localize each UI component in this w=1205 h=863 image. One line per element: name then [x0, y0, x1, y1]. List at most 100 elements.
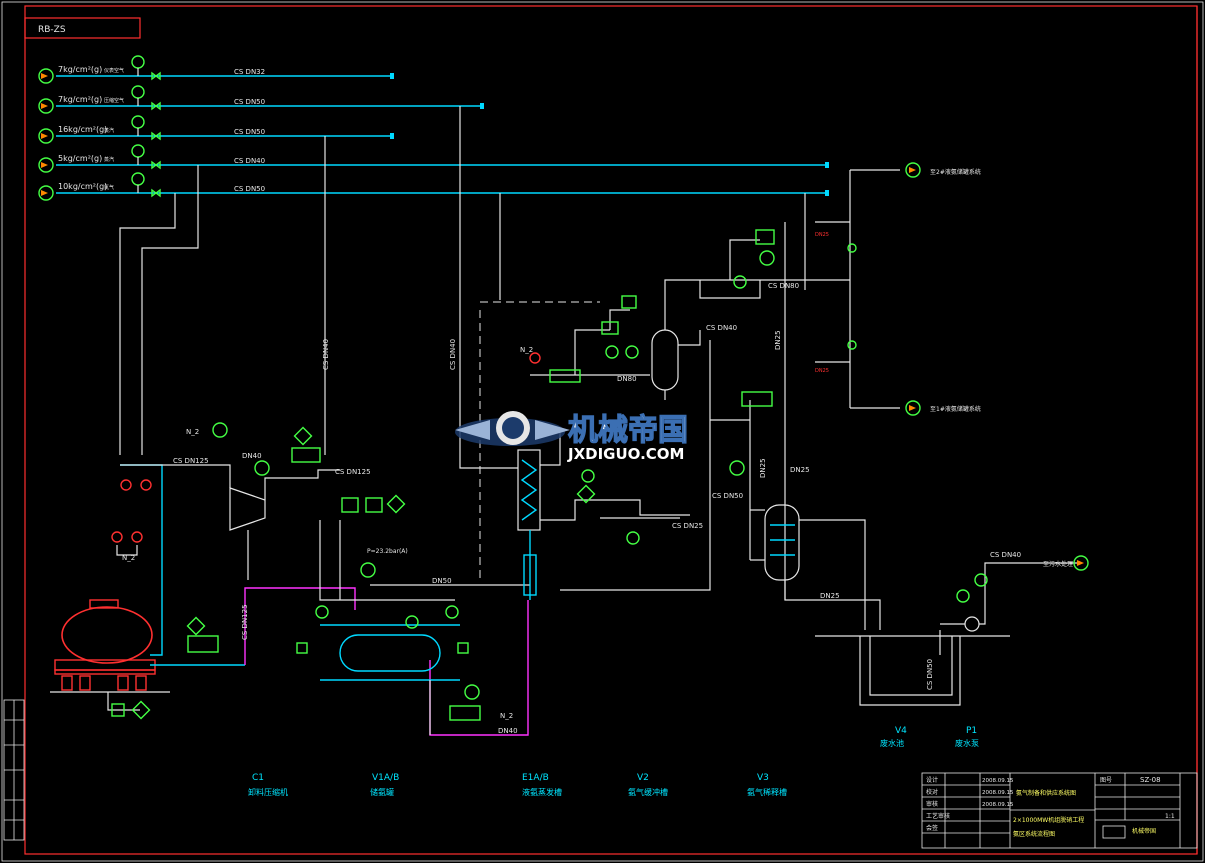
tb-project: 氨气制备和供应系统图 — [1016, 789, 1076, 797]
tb-role: 审核 — [926, 800, 938, 808]
corner-tag: RB-ZS — [38, 25, 66, 35]
utility-pressure: 7kg/cm²(g) — [58, 65, 102, 74]
tb-company: 机械帝国 — [1132, 827, 1156, 835]
label-cs-dn50-v: CS DN50 — [926, 659, 934, 690]
tb-drawing-title: 2×1000MW机组脱硝工程 — [1013, 816, 1084, 824]
inlet-arrow-icon — [38, 157, 54, 173]
equipment-tag: E1A/B — [522, 773, 549, 783]
inlet-arrow-icon — [38, 68, 54, 84]
nitrogen-line-2 — [429, 600, 529, 736]
label-cs-dn125-a: CS DN125 — [173, 457, 209, 465]
tb-date: 2008.09.15 — [982, 778, 1014, 784]
utility-medium: 蒸汽 — [104, 127, 114, 134]
tb-scale: 1:1 — [1165, 813, 1175, 820]
utility-pipe-spec: CS DN50 — [234, 128, 265, 136]
tb-role: 工艺审核 — [926, 812, 950, 820]
label-dn80: DN80 — [617, 375, 637, 383]
waste-pit-v4 — [815, 630, 1010, 706]
label-dn50-a: DN50 — [432, 577, 452, 585]
equipment-tag: V2 — [637, 773, 649, 783]
pressure-gauge-icon — [131, 172, 145, 186]
equipment-tag: C1 — [252, 773, 264, 783]
equipment-name: 废水泵 — [955, 738, 979, 748]
bottom-instrument — [464, 684, 480, 700]
flow-arrow-icon — [41, 103, 48, 109]
label-cs-dn40-c: CS DN40 — [706, 324, 737, 332]
utility-pressure: 16kg/cm²(g) — [58, 125, 107, 134]
pressure-gauge-icon — [131, 85, 145, 99]
evaporator-e1 — [490, 340, 711, 600]
outlet-arrow-icon — [905, 162, 921, 178]
flow-arrow-icon — [909, 405, 916, 411]
bottom-control-station — [449, 705, 481, 721]
utility-pipe-spec: CS DN32 — [234, 68, 265, 76]
title-block — [921, 772, 1198, 849]
utility-pipe-spec: CS DN50 — [234, 98, 265, 106]
label-cs-dn80: CS DN80 — [768, 282, 799, 290]
tb-date: 2008.09.15 — [982, 790, 1014, 796]
label-n2-c: N_2 — [500, 712, 513, 720]
utility-line-3: 16kg/cm²(g)蒸汽 CS DN50 — [38, 115, 394, 144]
flow-arrow-icon — [41, 190, 48, 196]
outlet-top-right: 至2#液氨储罐系统 — [930, 168, 981, 176]
equipment-tag: V1A/B — [372, 773, 399, 783]
tb-drawing-title-2: 氨区系统流程图 — [1013, 830, 1055, 838]
right-manifold — [784, 169, 900, 600]
label-dn40-b: DN40 — [498, 727, 518, 735]
valve-icon — [151, 160, 161, 170]
flow-arrow-icon — [909, 167, 916, 173]
utility-line-1: 7kg/cm²(g)仪表空气 CS DN32 — [38, 55, 394, 84]
label-dn25-e: DN25 — [820, 592, 840, 600]
inlet-arrow-icon — [38, 98, 54, 114]
equipment-name: 氨气稀释槽 — [747, 787, 787, 797]
utility-medium: 压缩空气 — [104, 97, 124, 104]
flow-arrow-icon — [41, 162, 48, 168]
label-n2-a: N_2 — [186, 428, 199, 436]
tb-drawing-no-label: 图号 — [1100, 777, 1112, 784]
label-cs-dn125-v: CS DN125 — [241, 604, 249, 640]
buffer-tank-v2 — [651, 279, 701, 400]
label-pressure-note: P=23.2bar(A) — [367, 548, 408, 555]
label-cs-dn40-v2: CS DN40 — [449, 339, 457, 370]
pressure-control-top — [699, 229, 850, 299]
storage-tank-v1 — [296, 494, 469, 681]
compressor-c1 — [120, 422, 340, 580]
tb-role: 设计 — [926, 776, 938, 784]
pressure-gauge-icon — [131, 144, 145, 158]
label-cs-dn40-v1: CS DN40 — [322, 339, 330, 370]
utility-pipe-spec: CS DN40 — [234, 157, 265, 165]
pipe-end-cap — [390, 133, 394, 139]
label-dn40-a: DN40 — [242, 452, 262, 460]
flow-arrow-icon — [1077, 560, 1084, 566]
pipe-end-cap — [825, 162, 829, 168]
utility-drops — [119, 106, 806, 469]
equipment-labels: C1卸料压缩机V1A/B储氨罐E1A/B液氨蒸发槽V2氨气缓冲槽V3氨气稀释槽V… — [248, 726, 979, 797]
outlet-mid-right: 至1#液氨储罐系统 — [930, 405, 981, 413]
control-station-upper — [529, 295, 650, 383]
outlet-arrow-icon — [905, 400, 921, 416]
watermark-cn: 机械帝国 — [568, 413, 688, 448]
tb-date: 2008.09.15 — [982, 802, 1014, 808]
waste-pump-p1 — [940, 562, 1080, 632]
flow-arrow-icon — [41, 133, 48, 139]
utility-medium: 仪表空气 — [104, 67, 124, 74]
utility-pressure: 10kg/cm²(g) — [58, 182, 107, 191]
pressure-gauge-icon — [131, 115, 145, 129]
pipe-end-cap — [480, 103, 484, 109]
equipment-tag: V3 — [757, 773, 769, 783]
equipment-name: 储氨罐 — [370, 787, 394, 797]
utility-pressure: 7kg/cm²(g) — [58, 95, 102, 104]
pipe-end-cap — [825, 190, 829, 196]
bottom-left-valves — [120, 479, 152, 491]
valve-icon — [151, 188, 161, 198]
pipe-end-cap — [390, 73, 394, 79]
outlet-arrows — [905, 162, 1089, 571]
equipment-name: 氨气缓冲槽 — [628, 787, 668, 797]
outlet-arrow-icon — [1073, 555, 1089, 571]
label-n2-d: N_2 — [520, 346, 533, 354]
